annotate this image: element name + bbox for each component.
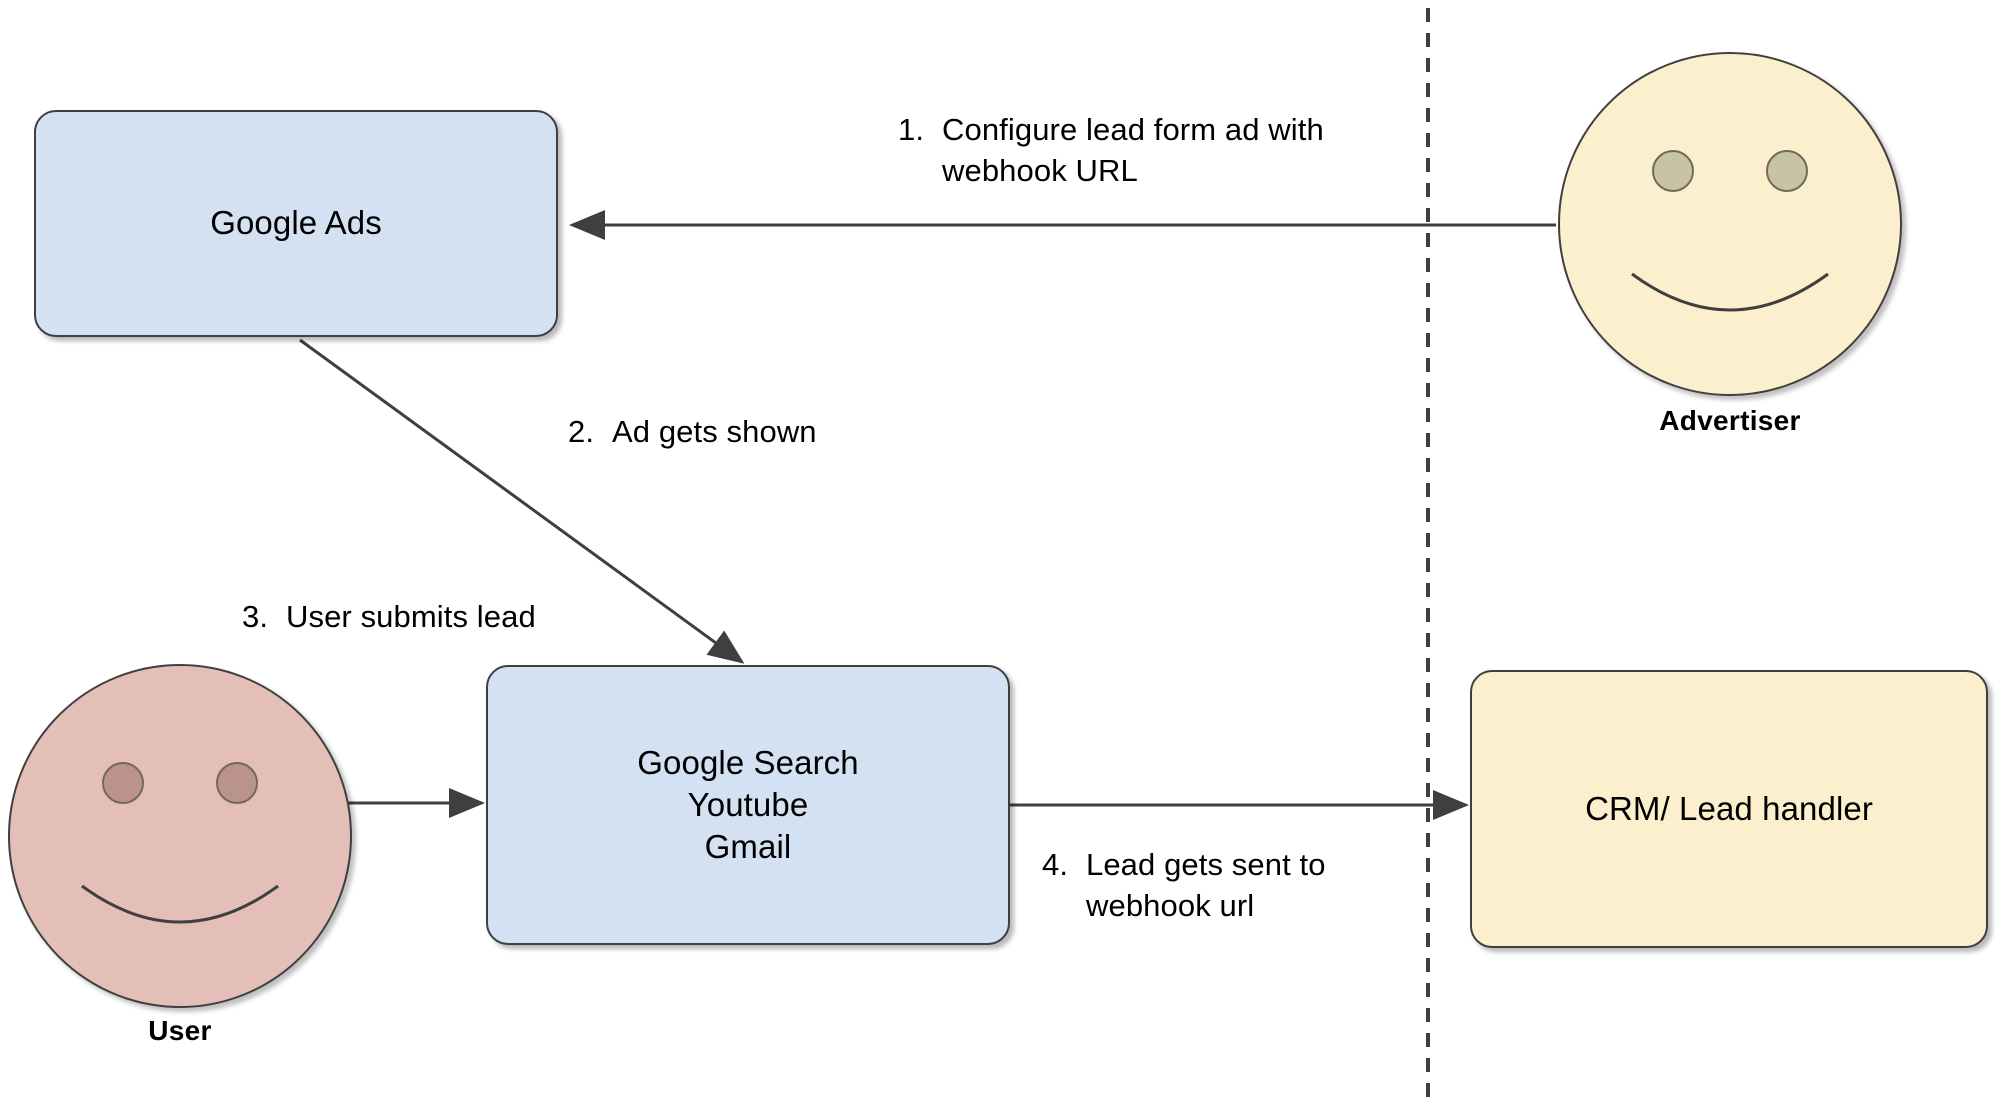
edge-label-2: 2. Ad gets shown (568, 412, 817, 453)
edge-label-4-number: 4. (1042, 847, 1069, 882)
node-google-ads[interactable]: Google Ads (34, 110, 558, 337)
edge-label-3-number: 3. (242, 599, 269, 634)
node-crm-label: CRM/ Lead handler (1585, 789, 1873, 827)
edge-label-3: 3. User submits lead (242, 597, 536, 638)
edge-label-3-text: User submits lead (286, 599, 536, 634)
user-smile-icon (81, 884, 279, 924)
advertiser-right-eye-icon (1766, 150, 1808, 192)
advertiser-smile-icon (1631, 272, 1829, 312)
edge-label-1-text: Configure lead form ad with webhook URL (942, 112, 1324, 188)
user-right-eye-icon (216, 762, 258, 804)
node-google-surfaces-labels: Google Search Youtube Gmail (637, 742, 858, 869)
edge-label-1: 1. Configure lead form ad with webhook UR… (898, 110, 1324, 192)
node-google-ads-label: Google Ads (210, 204, 382, 242)
edge-label-1-number: 1. (898, 112, 925, 147)
node-google-surfaces-line-3: Gmail (704, 828, 792, 866)
edge-label-2-text: Ad gets shown (612, 414, 817, 449)
user-face-icon (8, 664, 352, 1008)
edge-label-4: 4. Lead gets sent to webhook url (1042, 845, 1326, 927)
node-crm-lead-handler[interactable]: CRM/ Lead handler (1470, 670, 1988, 948)
advertiser-face-icon (1558, 52, 1902, 396)
actor-advertiser-label: Advertiser (1659, 405, 1801, 436)
edge-label-2-number: 2. (568, 414, 595, 449)
node-google-surfaces-line-1: Google Search (637, 743, 859, 781)
node-google-surfaces-line-2: Youtube (687, 785, 809, 823)
node-google-surfaces[interactable]: Google Search Youtube Gmail (486, 665, 1010, 945)
edge-label-4-text: Lead gets sent to webhook url (1086, 847, 1326, 923)
user-left-eye-icon (102, 762, 144, 804)
actor-user-label: User (148, 1015, 212, 1046)
advertiser-left-eye-icon (1652, 150, 1694, 192)
